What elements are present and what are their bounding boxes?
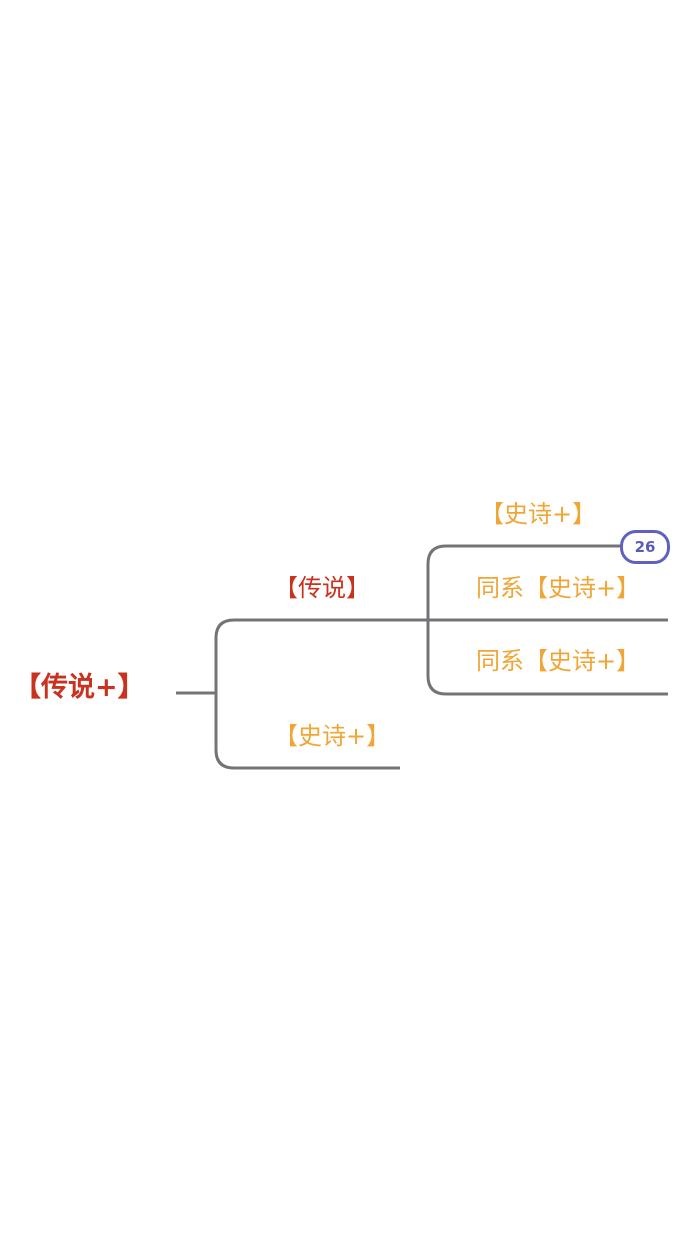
leaf-node-1[interactable]: 【史诗+】 [480,500,597,528]
leaf-node-2[interactable]: 同系【史诗+】 [476,574,641,602]
branch-node-2[interactable]: 【史诗+】 [274,722,391,750]
leaf-node-3[interactable]: 同系【史诗+】 [476,647,641,675]
branch-node-1[interactable]: 【传说】 [274,574,370,602]
connector-level1-bracket [214,618,256,770]
root-node[interactable]: 【传说+】 [14,672,145,703]
count-badge[interactable]: 26 [620,530,670,564]
